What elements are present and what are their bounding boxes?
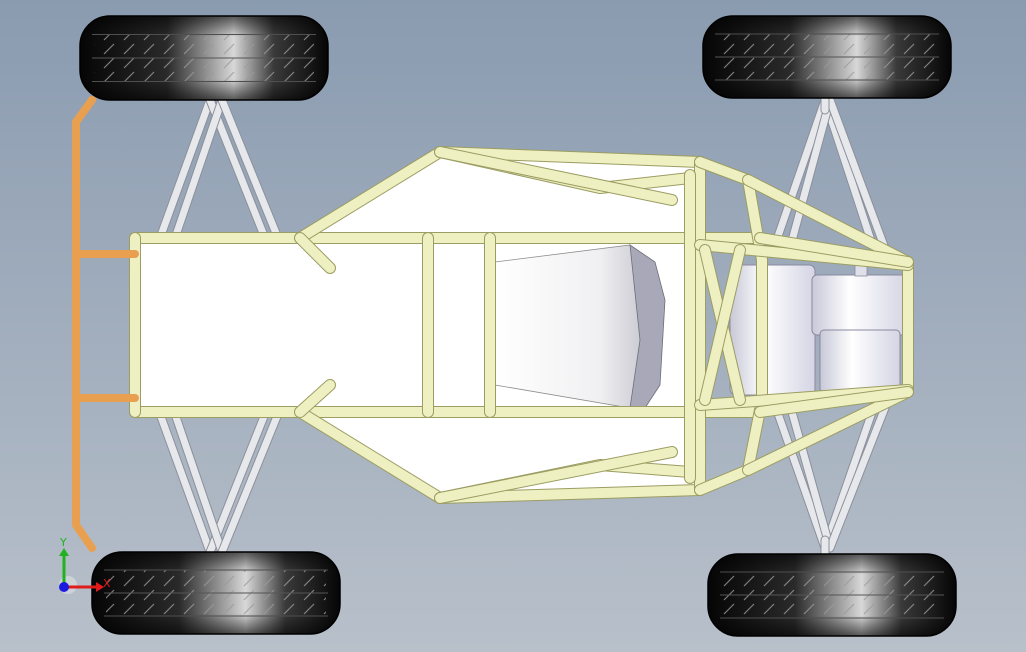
suspension-arm-4-fill [156,410,214,556]
suspension-arm-10-fill [786,96,834,252]
frame-tube-9-fill [435,147,677,205]
suspension-arm-0-fill [156,96,214,242]
suspension-arm-5-fill [206,410,269,556]
suspension-arm-8-fill [771,96,829,249]
front-suspension [155,90,895,560]
tire-front-right [91,551,341,635]
tire-rear-right [707,553,957,637]
suspension-arm-11-fill [826,96,894,266]
suspension-arm-6-fill [171,410,226,556]
frame-tube-10-fill [435,447,677,503]
x-axis-label: X [103,577,111,590]
wheels [79,15,957,637]
frame-tube-14-fill [743,175,913,475]
frame-tube-22-fill [295,380,335,417]
suspension-arm-9-fill [821,96,882,266]
engine-block [729,261,908,396]
y-axis-label: Y [59,536,67,549]
frame-tube-18-fill [700,245,745,405]
suspension-arm-12-fill [771,401,829,552]
suspension-arm-7-fill [218,410,282,556]
suspension-arm-3-fill [218,96,282,242]
chassis-frame [129,146,914,504]
frame-tube-20-fill [755,387,913,417]
frame-tube-13-fill [695,157,767,495]
suspension-arm-14-fill [786,401,834,552]
coordinate-triad-icon[interactable]: X Y [59,536,111,594]
tire-rear-left [702,15,952,99]
frame-tube-19-fill [755,233,913,267]
suspension-arm-1-fill [206,96,269,242]
front-bumper [72,96,139,552]
seat-panel [494,244,646,409]
floor-panel [134,151,701,501]
tire-front-left [79,15,329,101]
seat-back-icon [629,244,666,409]
suspension-arm-15-fill [826,391,894,552]
suspension-arm-13-fill [821,391,882,552]
suspension-arm-2-fill [171,96,226,242]
frame-tube-21-fill [295,233,335,273]
